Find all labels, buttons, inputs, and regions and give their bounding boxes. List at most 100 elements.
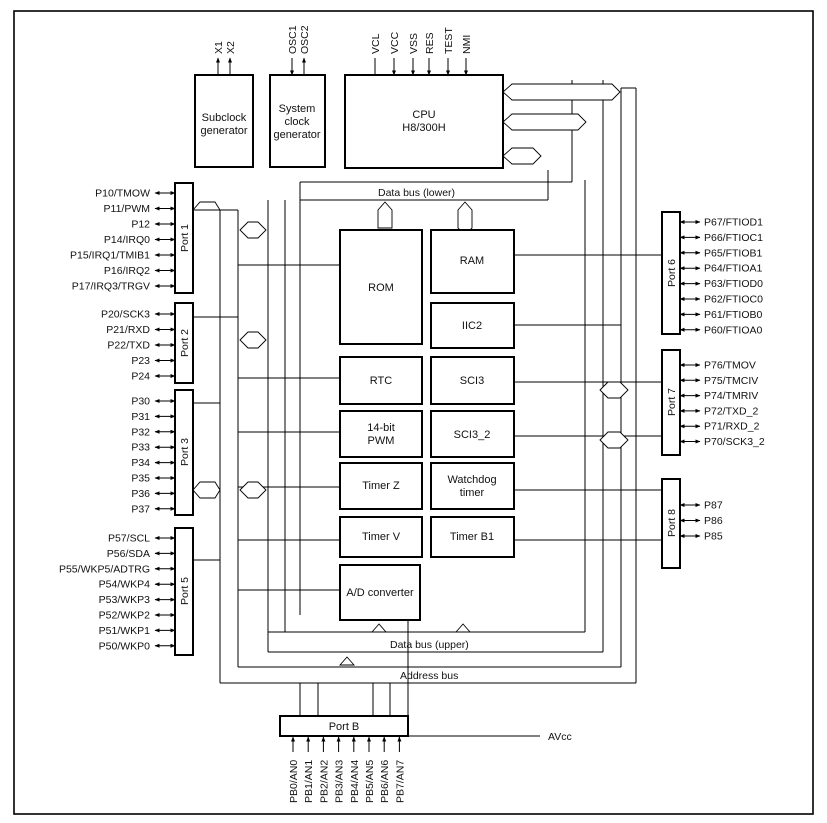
pin-p71-rxd-2: P71/RXD_2 bbox=[704, 421, 760, 433]
pin-p35: P35 bbox=[131, 473, 150, 485]
cpu-label-1: CPU bbox=[412, 109, 435, 121]
pin-p76-tmov: P76/TMOV bbox=[704, 360, 756, 372]
timer-b1-label: Timer B1 bbox=[450, 531, 494, 543]
pin-p33: P33 bbox=[131, 442, 150, 454]
watchdog-timer-block: Watchdog timer bbox=[430, 462, 515, 510]
sysclock-label-3: generator bbox=[273, 129, 320, 141]
pin-p53-wkp3: P53/WKP3 bbox=[99, 594, 151, 606]
pin-pb7-an7: PB7/AN7 bbox=[394, 760, 406, 803]
pin-p55-wkp5-adtrg: P55/WKP5/ADTRG bbox=[59, 563, 150, 575]
pin-p63-ftiod0: P63/FTIOD0 bbox=[704, 278, 763, 290]
pin-p56-sda: P56/SDA bbox=[107, 548, 150, 560]
pin-p61-ftiob0: P61/FTIOB0 bbox=[704, 309, 763, 321]
pin-p86: P86 bbox=[704, 515, 723, 527]
port-3-label: Port 3 bbox=[179, 438, 191, 466]
timer-v-block: Timer V bbox=[339, 516, 423, 558]
pin-p85: P85 bbox=[704, 531, 723, 543]
data-bus-upper-label: Data bus (upper) bbox=[390, 639, 469, 651]
pin-osc2: OSC2 bbox=[299, 25, 311, 54]
rtc-block: RTC bbox=[339, 356, 423, 405]
iic2-block: IIC2 bbox=[430, 302, 515, 349]
pin-p15-irq1-tmib1: P15/IRQ1/TMIB1 bbox=[70, 250, 150, 262]
cpu-label-2: H8/300H bbox=[402, 122, 445, 134]
pin-p64-ftioa1: P64/FTIOA1 bbox=[704, 263, 763, 275]
ram-label: RAM bbox=[460, 255, 484, 267]
pin-p87: P87 bbox=[704, 500, 723, 512]
pin-vcl: VCL bbox=[370, 33, 382, 54]
pin-p75-tmciv: P75/TMCIV bbox=[704, 375, 758, 387]
port-2-label: Port 2 bbox=[179, 329, 191, 357]
port-b: Port B bbox=[279, 715, 409, 737]
pin-x1: X1 bbox=[213, 41, 225, 54]
pin-nmi: NMI bbox=[461, 35, 473, 54]
pin-p12: P12 bbox=[131, 219, 150, 231]
subclock-label-1: Subclock bbox=[202, 112, 247, 124]
pin-p50-wkp0: P50/WKP0 bbox=[99, 640, 151, 652]
ad-converter-label: A/D converter bbox=[346, 587, 414, 599]
port-6: Port 6 bbox=[661, 211, 681, 335]
timer-v-label: Timer V bbox=[362, 531, 401, 543]
port-8: Port 8 bbox=[661, 478, 681, 569]
pin-p21-rxd: P21/RXD bbox=[106, 324, 150, 336]
sci3-2-block: SCI3_2 bbox=[430, 410, 515, 458]
subclock-label-2: generator bbox=[200, 125, 247, 137]
pin-p24: P24 bbox=[131, 371, 150, 383]
rom-block: ROM bbox=[339, 229, 423, 345]
address-bus-label: Address bus bbox=[400, 670, 458, 682]
pin-p22-txd: P22/TXD bbox=[107, 340, 150, 352]
port-b-label: Port B bbox=[329, 721, 360, 733]
cpu-block: CPU H8/300H bbox=[344, 74, 504, 169]
pin-p14-irq0: P14/IRQ0 bbox=[104, 234, 150, 246]
pin-p52-wkp2: P52/WKP2 bbox=[99, 610, 151, 622]
pin-p70-sck3-2: P70/SCK3_2 bbox=[704, 436, 765, 448]
pin-pb3-an3: PB3/AN3 bbox=[334, 760, 346, 803]
port-2: Port 2 bbox=[174, 302, 194, 384]
pin-pb5-an5: PB5/AN5 bbox=[364, 760, 376, 803]
pin-pb0-an0: PB0/AN0 bbox=[288, 760, 300, 803]
system-clock-generator: System clock generator bbox=[269, 74, 326, 168]
sci3-label: SCI3 bbox=[460, 375, 484, 387]
ad-converter-block: A/D converter bbox=[339, 564, 421, 621]
pin-p31: P31 bbox=[131, 411, 150, 423]
pin-p23: P23 bbox=[131, 355, 150, 367]
timer-b1-block: Timer B1 bbox=[430, 516, 515, 558]
sysclock-label-1: System bbox=[279, 103, 316, 115]
sci3-block: SCI3 bbox=[430, 356, 515, 405]
port-1-label: Port 1 bbox=[179, 224, 191, 252]
pin-p16-irq2: P16/IRQ2 bbox=[104, 265, 150, 277]
port-1: Port 1 bbox=[174, 182, 194, 294]
pin-p67-ftiod1: P67/FTIOD1 bbox=[704, 217, 763, 229]
port-5-label: Port 5 bbox=[179, 577, 191, 605]
pin-pb2-an2: PB2/AN2 bbox=[318, 760, 330, 803]
avcc-label: AVcc bbox=[548, 731, 572, 743]
pin-test: TEST bbox=[443, 27, 455, 54]
pin-vcc: VCC bbox=[389, 31, 401, 54]
bus-chevrons bbox=[192, 83, 629, 666]
pin-p65-ftiob1: P65/FTIOB1 bbox=[704, 247, 763, 259]
pwm-block: 14-bit PWM bbox=[339, 410, 423, 458]
pin-p32: P32 bbox=[131, 426, 150, 438]
watchdog-label-1: Watchdog bbox=[447, 474, 496, 486]
pin-p74-tmriv: P74/TMRIV bbox=[704, 390, 758, 402]
port-3: Port 3 bbox=[174, 389, 194, 516]
top-pins: X1 X2 OSC1 OSC2 VCL VCC VSS RES TEST NMI bbox=[213, 25, 473, 76]
pin-p54-wkp4: P54/WKP4 bbox=[99, 579, 151, 591]
iic2-label: IIC2 bbox=[462, 320, 482, 332]
timer-z-block: Timer Z bbox=[339, 462, 423, 510]
port-8-label: Port 8 bbox=[666, 509, 678, 537]
port-5: Port 5 bbox=[174, 527, 194, 656]
outer-frame bbox=[13, 10, 814, 815]
pin-p34: P34 bbox=[131, 457, 150, 469]
data-bus-lower-label: Data bus (lower) bbox=[378, 187, 455, 199]
pin-x2: X2 bbox=[225, 41, 237, 54]
pin-p62-ftioc0: P62/FTIOC0 bbox=[704, 294, 763, 306]
port-7-label: Port 7 bbox=[666, 388, 678, 416]
pwm-label-2: PWM bbox=[368, 435, 395, 447]
pin-p11-pwm: P11/PWM bbox=[104, 203, 150, 215]
pin-p36: P36 bbox=[131, 488, 150, 500]
pin-pb1-an1: PB1/AN1 bbox=[303, 760, 315, 803]
pin-p37: P37 bbox=[131, 503, 150, 515]
timer-z-label: Timer Z bbox=[362, 480, 400, 492]
port-6-label: Port 6 bbox=[666, 259, 678, 287]
pin-vss: VSS bbox=[408, 33, 420, 54]
